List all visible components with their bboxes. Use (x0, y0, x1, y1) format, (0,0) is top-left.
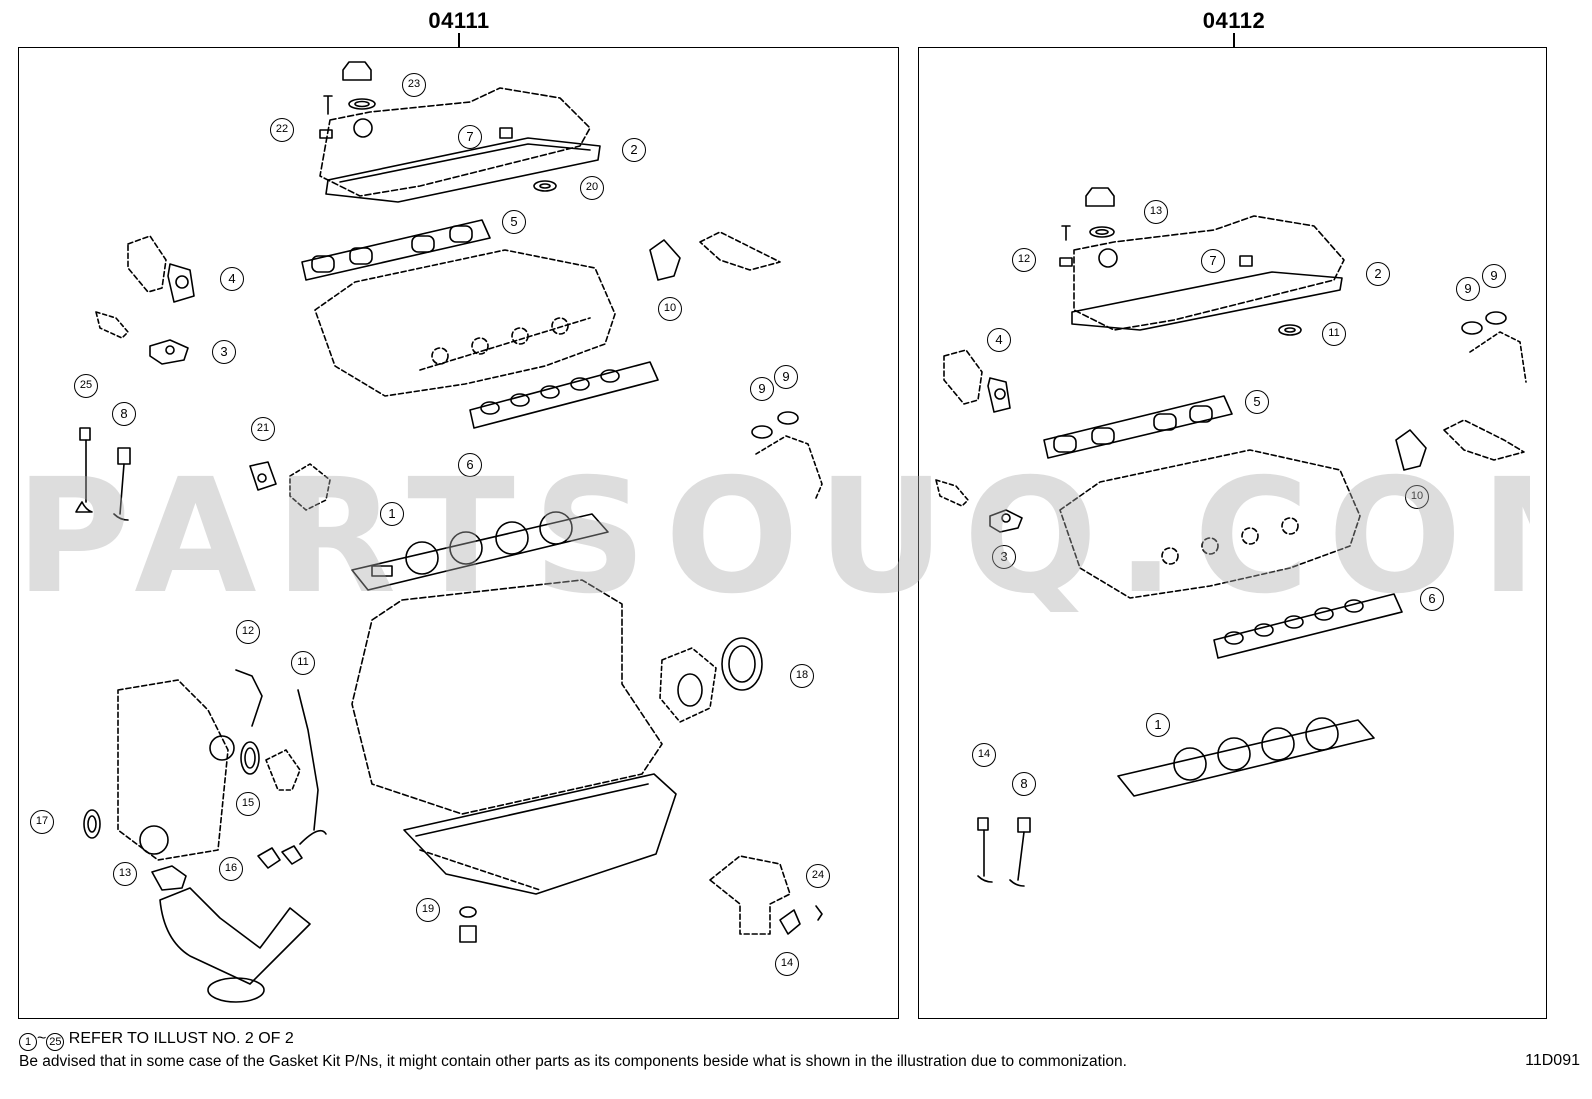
callout-13[interactable]: 13 (113, 862, 137, 886)
water-outlet-gasket-part (127, 235, 195, 303)
exhaust-manifold-gasket-part (1213, 593, 1403, 659)
timing-cover-gasket-part (117, 669, 319, 861)
footer-disclaimer: Be advised that in some case of the Gask… (19, 1053, 1127, 1070)
panel-04111 (18, 47, 899, 1019)
callout-5[interactable]: 5 (502, 210, 526, 234)
range-tilde: ~ (37, 1030, 47, 1047)
oil-filler-cap-part (319, 61, 376, 139)
callout-2[interactable]: 2 (622, 138, 646, 162)
group-leader-line (458, 33, 460, 47)
oil-strainer-gasket-part (151, 865, 311, 1003)
callout-9[interactable]: 9 (1482, 264, 1506, 288)
cylinder-head-gasket-part (351, 511, 609, 591)
oil-pan-part (403, 773, 677, 895)
callout-24[interactable]: 24 (806, 864, 830, 888)
callout-2[interactable]: 2 (1366, 262, 1390, 286)
water-outlet-gasket-part (943, 349, 1011, 413)
callout-12[interactable]: 12 (1012, 248, 1036, 272)
callout-19[interactable]: 19 (416, 898, 440, 922)
callout-1[interactable]: 1 (380, 502, 404, 526)
exhaust-manifold-gasket-part (469, 361, 659, 429)
callout-23[interactable]: 23 (402, 73, 426, 97)
head-cover-gasket-part (319, 87, 601, 203)
callout-22[interactable]: 22 (270, 118, 294, 142)
callout-8[interactable]: 8 (1012, 772, 1036, 796)
cylinder-head-part (314, 249, 616, 397)
water-inlet-gasket-part (1395, 419, 1525, 471)
valve-stem-seal-part (75, 427, 131, 521)
callout-9[interactable]: 9 (1456, 277, 1480, 301)
callout-11[interactable]: 11 (291, 651, 315, 675)
cylinder-block-part (351, 579, 663, 815)
callout-25[interactable]: 25 (74, 374, 98, 398)
callout-10[interactable]: 10 (1405, 485, 1429, 509)
rear-oil-seal-part (659, 637, 763, 723)
callout-16[interactable]: 16 (219, 857, 243, 881)
valve-stem-seal-part (977, 817, 1031, 887)
oil-filter-bracket-part (709, 855, 823, 935)
callout-10[interactable]: 10 (658, 297, 682, 321)
sensor-gasket-part (935, 479, 1023, 533)
callout-11[interactable]: 11 (1322, 322, 1346, 346)
callout-7[interactable]: 7 (1201, 249, 1225, 273)
cylinder-head-gasket-part (1117, 717, 1375, 797)
callout-15[interactable]: 15 (236, 792, 260, 816)
water-inlet-gasket-part (649, 231, 781, 281)
callout-9[interactable]: 9 (750, 377, 774, 401)
drain-plug-gasket-part (459, 906, 477, 943)
callout-14[interactable]: 14 (775, 952, 799, 976)
callout-4[interactable]: 4 (987, 328, 1011, 352)
callout-12[interactable]: 12 (236, 620, 260, 644)
callout-20[interactable]: 20 (580, 176, 604, 200)
intake-manifold-gasket-part (301, 219, 491, 281)
refer-text: REFER TO ILLUST NO. 2 OF 2 (68, 1030, 294, 1047)
callout-8[interactable]: 8 (112, 402, 136, 426)
intake-manifold-gasket-part (1043, 395, 1233, 459)
head-cover-gasket-part (1071, 215, 1345, 336)
callout-13[interactable]: 13 (1144, 200, 1168, 224)
callout-21[interactable]: 21 (251, 417, 275, 441)
range-end-circle: 25 (46, 1033, 65, 1051)
callout-18[interactable]: 18 (790, 664, 814, 688)
callout-1[interactable]: 1 (1146, 713, 1170, 737)
panel-04112 (918, 47, 1547, 1019)
callout-6[interactable]: 6 (458, 453, 482, 477)
group-part-number-04112[interactable]: 04112 (1202, 8, 1266, 33)
diagram-code: 11D091 (1525, 1052, 1580, 1069)
callout-14[interactable]: 14 (972, 743, 996, 767)
range-start-circle: 1 (19, 1033, 37, 1051)
oil-filler-cap-part (1059, 187, 1115, 267)
cylinder-head-part (1059, 449, 1361, 599)
footer-refer-note: 1~25 REFER TO ILLUST NO. 2 OF 2 (19, 1030, 294, 1051)
callout-3[interactable]: 3 (212, 340, 236, 364)
callout-6[interactable]: 6 (1420, 587, 1444, 611)
callout-5[interactable]: 5 (1245, 390, 1269, 414)
isc-gasket-part (249, 461, 331, 511)
o-ring-part (751, 411, 823, 499)
group-leader-line (1233, 33, 1235, 47)
sensor-gasket-part (95, 311, 189, 365)
callout-3[interactable]: 3 (992, 545, 1016, 569)
callout-4[interactable]: 4 (220, 267, 244, 291)
callout-17[interactable]: 17 (30, 810, 54, 834)
o-ring-part (1461, 311, 1527, 383)
callout-7[interactable]: 7 (458, 125, 482, 149)
oil-seal-part (83, 741, 327, 869)
callout-9[interactable]: 9 (774, 365, 798, 389)
group-part-number-04111[interactable]: 04111 (428, 8, 490, 33)
